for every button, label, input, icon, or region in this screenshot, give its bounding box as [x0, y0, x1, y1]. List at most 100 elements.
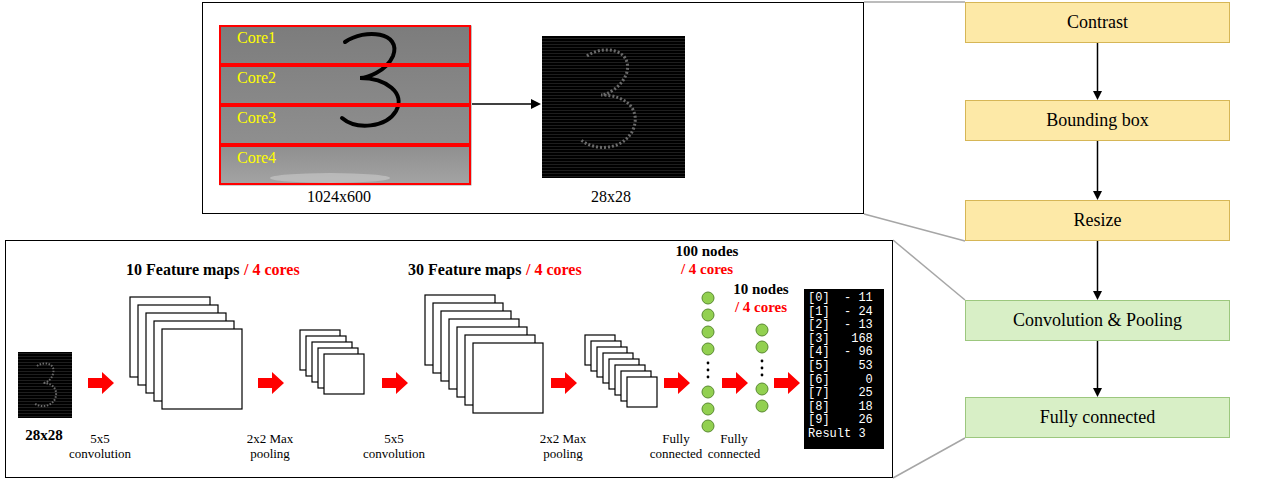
ellipsis-dots: [707, 360, 764, 379]
node-label: / 4 cores: [526, 261, 582, 279]
node-label: Core1: [221, 27, 469, 47]
node-label: 2x2 Max pooling: [230, 431, 310, 461]
console-line: [5] 53: [808, 360, 880, 374]
image-glare: [270, 173, 390, 183]
core-region: Core3: [219, 105, 471, 145]
dot: [761, 367, 764, 370]
node-label: / 4 cores: [244, 261, 300, 279]
neuron-column: [756, 324, 768, 412]
console-line: [9] 26: [808, 414, 880, 428]
connector-line: [1097, 43, 1099, 91]
feature-map-stack: [130, 297, 242, 409]
arrow-head: [1093, 388, 1102, 397]
stage-arrow: [88, 372, 114, 394]
node-label: 10 nodes: [733, 281, 788, 298]
neuron: [702, 309, 714, 321]
arrow-head: [1093, 291, 1102, 300]
neuron: [756, 324, 768, 336]
pixel-digit: [34, 363, 56, 406]
node-label: Convolution & Pooling: [1013, 310, 1182, 331]
connector-line: [1097, 141, 1099, 191]
neuron: [702, 386, 714, 398]
neuron: [702, 326, 714, 338]
node-label: 30 Feature maps: [408, 261, 521, 279]
pooled-map-stack: [585, 335, 657, 407]
node-label: 28x28: [25, 427, 63, 444]
neuron: [702, 403, 714, 415]
feature-map: [324, 354, 364, 394]
dot: [707, 362, 710, 365]
neuron-column: [702, 292, 714, 432]
connector-line: [893, 240, 965, 300]
neuron: [702, 292, 714, 304]
console-line: [1] - 24: [808, 306, 880, 320]
stage-arrow: [664, 372, 690, 394]
console-line: Result 3: [808, 428, 880, 442]
stage-arrow: [258, 372, 284, 394]
process-box: Bounding box: [965, 100, 1230, 141]
node-label: 2x2 Max pooling: [523, 431, 603, 461]
neuron: [756, 383, 768, 395]
neuron: [756, 400, 768, 412]
dot: [761, 360, 764, 363]
figure-panel: 28x285x5 convolution10 Feature maps/ 4 c…: [5, 240, 893, 478]
feature-map: [473, 343, 543, 413]
node-label: Contrast: [1067, 12, 1128, 33]
process-box: Fully connected: [965, 397, 1230, 438]
connector-line: [893, 438, 965, 478]
connector: [1093, 43, 1102, 100]
core-region: Core2: [219, 65, 471, 105]
console-line: [2] - 13: [808, 319, 880, 333]
console-line: [6] 0: [808, 374, 880, 388]
console-output: [0] - 11[1] - 24[2] - 13[3] 168[4] - 96[…: [804, 289, 884, 449]
dot: [761, 374, 764, 377]
stage-arrow: [382, 372, 408, 394]
handwritten-digit: [342, 34, 399, 126]
feature-map: [162, 329, 242, 409]
node-label: Core2: [221, 67, 469, 87]
console-line: [8] 18: [808, 401, 880, 415]
dot: [707, 376, 710, 379]
console-line: [3] 168: [808, 333, 880, 347]
console-line: [0] - 11: [808, 292, 880, 306]
node-label: 1024x600: [307, 188, 371, 206]
stage-arrow: [722, 372, 748, 394]
core-region: Core4: [219, 145, 471, 185]
connector-line: [1097, 341, 1099, 388]
pixel-digit: [581, 50, 635, 148]
neuron: [702, 343, 714, 355]
node-label: Resize: [1074, 210, 1122, 231]
neuron: [756, 341, 768, 353]
process-box: Contrast: [965, 2, 1230, 43]
feature-map: [627, 377, 657, 407]
resized-image: [542, 36, 685, 178]
node-label: / 4 cores: [735, 299, 787, 316]
camera-image: [220, 26, 472, 186]
figure-panel: 1024x600 28x28 Core1Core2Core3Core4: [202, 2, 864, 214]
node-label: Fully connected: [1040, 407, 1155, 428]
node-label: 5x5 convolution: [60, 431, 140, 461]
arrow-head: [531, 99, 541, 109]
arrow-head: [1093, 191, 1102, 200]
console-line: [4] - 96: [808, 346, 880, 360]
process-box: Convolution & Pooling: [965, 300, 1230, 341]
connector: [864, 2, 965, 3]
input-image: [18, 352, 72, 418]
node-label: Core4: [221, 147, 469, 167]
stage-arrow: [551, 372, 577, 394]
node-label: 28x28: [591, 188, 631, 206]
connector: [1093, 141, 1102, 200]
connector: [1093, 341, 1102, 397]
connector: [864, 214, 965, 241]
connector-line: [864, 214, 965, 241]
stage-arrows: [88, 372, 800, 394]
node-label: Fully connected: [705, 431, 763, 461]
arrow-head: [1093, 91, 1102, 100]
process-box: Resize: [965, 200, 1230, 241]
pooled-map-stack: [300, 330, 364, 394]
node-label: Core3: [221, 107, 469, 127]
connector-line: [1097, 241, 1099, 291]
connector-line: [864, 1, 965, 3]
flow-arrow: [472, 103, 531, 105]
